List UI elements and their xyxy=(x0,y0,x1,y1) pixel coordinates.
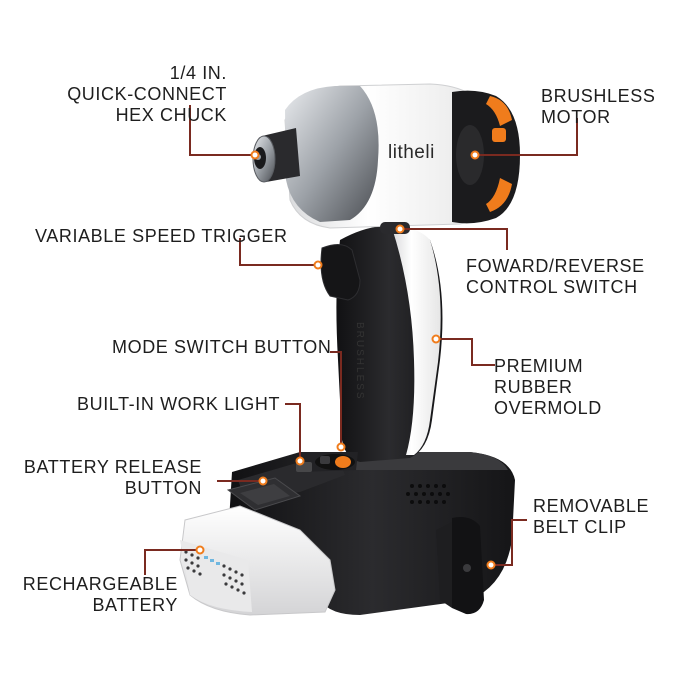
hex-chuck xyxy=(252,128,300,183)
handle-brushless-text: BRUSHLESS xyxy=(354,322,365,401)
handle xyxy=(336,225,443,462)
label-forward-reverse: FOWARD/REVERSE CONTROL SWITCH xyxy=(466,256,645,297)
main-body xyxy=(284,83,520,229)
label-brushless-motor: BRUSHLESS MOTOR xyxy=(541,86,656,127)
control-buttons xyxy=(296,452,358,472)
label-belt-clip: REMOVABLE BELT CLIP xyxy=(533,496,650,537)
battery-charge-leds xyxy=(204,556,220,565)
brand-logo: litheli xyxy=(388,142,435,163)
trigger xyxy=(320,244,361,301)
belt-clip xyxy=(436,517,484,615)
label-battery-release: BATTERY RELEASE BUTTON xyxy=(23,457,202,498)
battery-pack xyxy=(179,505,336,616)
callout-lines xyxy=(144,105,578,575)
label-hex-chuck: 1/4 IN. QUICK-CONNECT HEX CHUCK xyxy=(67,63,227,125)
label-battery: RECHARGEABLE BATTERY xyxy=(22,574,178,615)
callout-dots xyxy=(195,150,496,570)
label-speed-trigger: VARIABLE SPEED TRIGGER xyxy=(35,226,288,246)
label-rubber-overmold: PREMIUM RUBBER OVERMOLD xyxy=(494,356,602,418)
vent-grille xyxy=(406,484,450,504)
label-mode-switch: MODE SWITCH BUTTON xyxy=(112,337,332,357)
label-work-light: BUILT-IN WORK LIGHT xyxy=(77,394,281,414)
